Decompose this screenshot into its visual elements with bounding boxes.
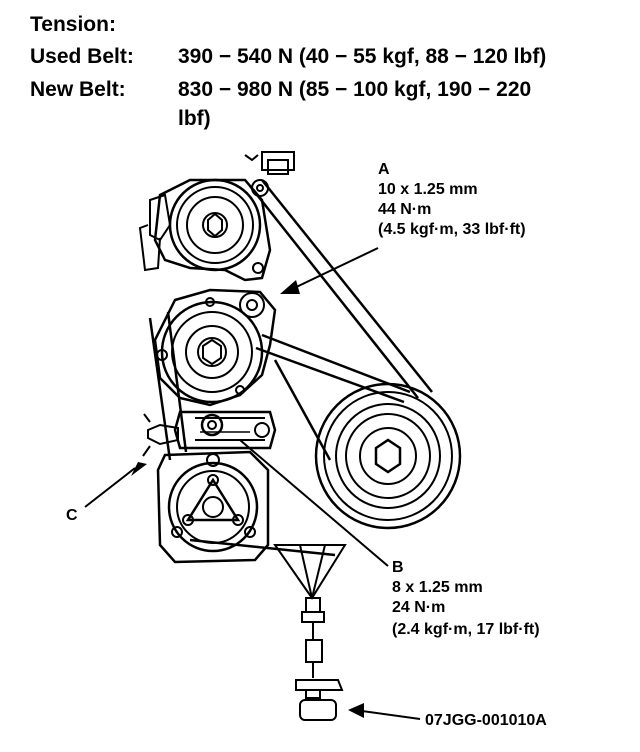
new-belt-label: New Belt: [30, 78, 126, 101]
callout-a-torque: 44 N·m [378, 201, 432, 218]
tool-part-number: 07JGG-001010A [425, 712, 547, 729]
tension-heading: Tension: [30, 13, 116, 36]
middle-pulley [153, 288, 277, 407]
callout-b-size: 8 x 1.25 mm [392, 579, 483, 596]
callout-b-letter: B [392, 559, 404, 576]
callout-a-torque-alt: (4.5 kgf·m, 33 lbf·ft) [378, 221, 526, 238]
used-belt-value: 390 − 540 N (40 − 55 kgf, 88 − 120 lbf) [178, 45, 547, 68]
new-belt-value-line2: lbf) [178, 107, 211, 130]
new-belt-value-line1: 830 − 980 N (85 − 100 kgf, 190 − 220 [178, 78, 532, 101]
callout-a-size: 10 x 1.25 mm [378, 181, 478, 198]
wing-bolt-c [142, 413, 179, 457]
tension-gauge [273, 544, 347, 721]
drive-belt [148, 179, 433, 557]
top-pulley [138, 178, 272, 282]
used-belt-label: Used Belt: [30, 45, 134, 68]
bottom-pulley [156, 450, 270, 564]
adjuster-bracket [173, 410, 277, 450]
crankshaft-pulley [314, 382, 462, 530]
top-bolt [244, 151, 295, 197]
callout-a-letter: A [378, 161, 390, 178]
callout-b-torque-alt: (2.4 kgf·m, 17 lbf·ft) [392, 621, 540, 638]
callout-c-letter: C [66, 507, 78, 524]
arrow-heads [131, 280, 364, 718]
callout-b-torque: 24 N·m [392, 599, 446, 616]
leader-lines [84, 247, 421, 720]
